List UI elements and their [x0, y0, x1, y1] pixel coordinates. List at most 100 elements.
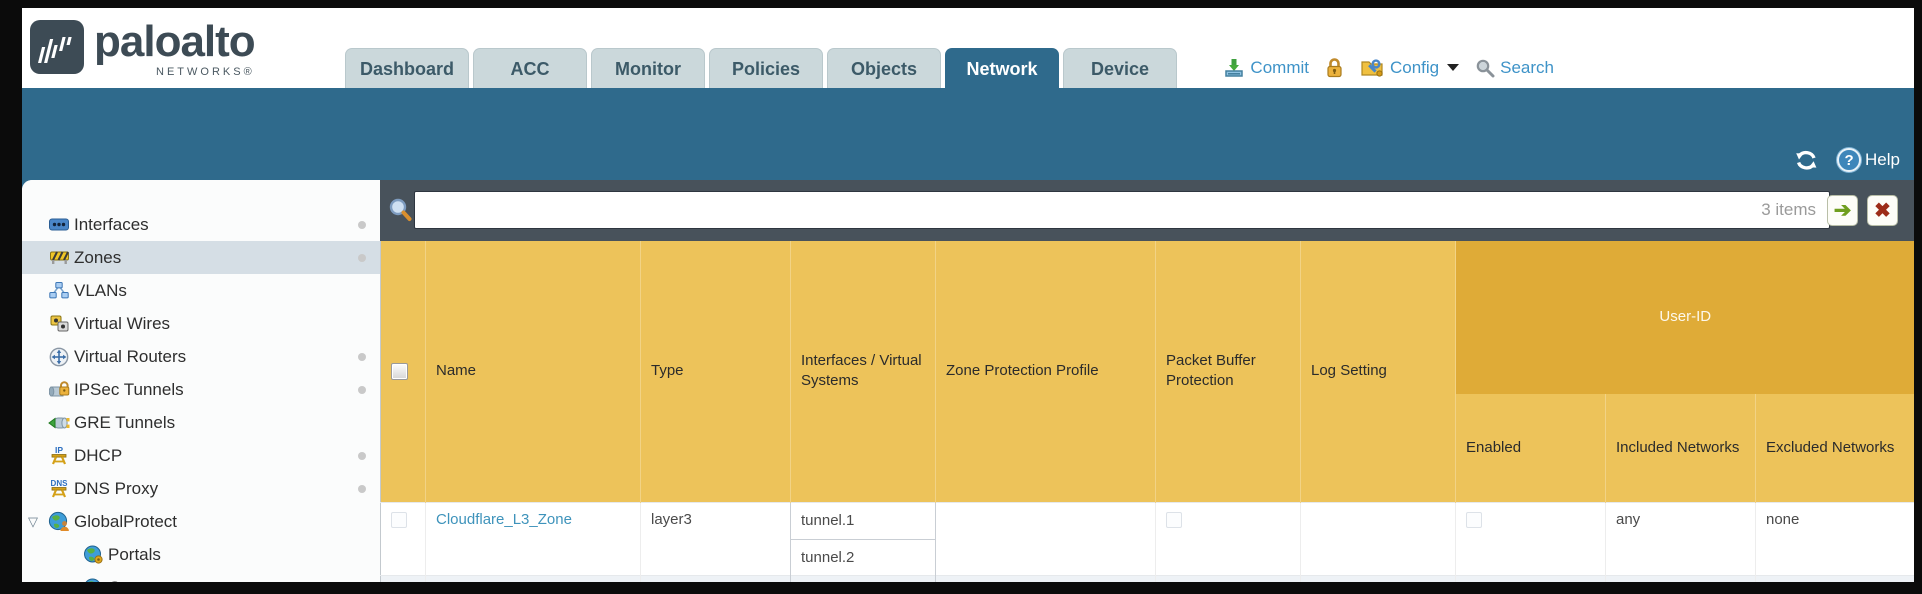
log-setting: [1300, 502, 1456, 575]
sidebar-item-label: GlobalProtect: [74, 511, 177, 531]
dhcp-icon: IP: [48, 445, 70, 467]
filter-search-icon: [387, 197, 414, 224]
paloalto-logo: paloalto NETWORKS®: [30, 17, 256, 79]
column-header-included-networks[interactable]: Included Networks: [1605, 394, 1756, 502]
row-checkbox[interactable]: [391, 511, 407, 528]
column-header-type[interactable]: Type: [640, 241, 791, 502]
sidebar-item-dhcp[interactable]: IP DHCP: [22, 439, 380, 472]
paloalto-logo-icon: [30, 20, 84, 74]
main-tabs: Dashboard ACC Monitor Policies Objects N…: [345, 48, 1178, 88]
zone-name-link[interactable]: Cloudflare_L3_Zone: [436, 510, 572, 528]
svg-text:IP: IP: [55, 445, 63, 455]
column-header-name[interactable]: Name: [425, 241, 641, 502]
sidebar-item-label: IPSec Tunnels: [74, 379, 184, 399]
sidebar-item-virtual-routers[interactable]: Virtual Routers: [22, 340, 380, 373]
column-header-excluded-networks[interactable]: Excluded Networks: [1754, 394, 1914, 502]
vlans-icon: [48, 280, 70, 302]
brand-subtitle: NETWORKS®: [156, 66, 255, 78]
refresh-icon[interactable]: [1794, 149, 1819, 172]
table-row: Trust_L3_Zone layer3 ethernet1/1 any non…: [380, 575, 1914, 583]
help-icon: ?: [1837, 148, 1862, 172]
collapse-triangle-icon[interactable]: [28, 514, 38, 530]
sidebar-item-gateways[interactable]: Gateways: [22, 571, 380, 582]
sidebar-dot: [358, 484, 366, 493]
virtual-routers-icon: [48, 346, 70, 368]
user-id-enabled-checkbox[interactable]: [1466, 511, 1482, 528]
zones-icon: [48, 247, 70, 269]
commit-button[interactable]: Commit: [1223, 58, 1309, 78]
sidebar-item-label: Interfaces: [74, 214, 149, 234]
zones-table: Name Type Interfaces / Virtual Systems Z…: [380, 241, 1914, 582]
sidebar-dot: [358, 385, 366, 394]
items-count: 3 items: [1761, 200, 1816, 219]
sidebar-item-ipsec-tunnels[interactable]: IPSec Tunnels: [22, 373, 380, 406]
tab-objects[interactable]: Objects: [827, 48, 942, 88]
sidebar-item-vlans[interactable]: VLANs: [22, 274, 380, 307]
search-button[interactable]: Search: [1475, 58, 1554, 78]
help-button[interactable]: ? Help: [1837, 148, 1900, 172]
column-header-interfaces[interactable]: Interfaces / Virtual Systems: [790, 241, 936, 502]
interface-value: tunnel.2: [791, 538, 935, 575]
clear-filter-button[interactable]: ✖: [1867, 195, 1898, 226]
packet-buffer-protection-checkbox[interactable]: [1166, 511, 1182, 528]
sidebar-item-portals[interactable]: Portals: [22, 538, 380, 571]
svg-text:DNS: DNS: [51, 479, 69, 488]
sidebar-item-virtual-wires[interactable]: Virtual Wires: [22, 307, 380, 340]
user-id-enabled-checkbox[interactable]: [1466, 581, 1482, 582]
interfaces-icon: [48, 214, 70, 236]
config-label: Config: [1389, 57, 1440, 77]
column-header-enabled[interactable]: Enabled: [1455, 394, 1606, 502]
sidebar-item-label: Gateways: [108, 578, 184, 583]
column-header-packet-buffer-protection[interactable]: Packet Buffer Protection: [1155, 241, 1301, 502]
portals-icon: [82, 544, 104, 566]
app-window: paloalto NETWORKS® Dashboard ACC Monitor…: [22, 8, 1914, 582]
logo-text: paloalto NETWORKS®: [94, 17, 256, 79]
select-all-header: [380, 241, 426, 502]
gateways-icon: [82, 577, 104, 582]
interface-value: ethernet1/1: [791, 581, 935, 583]
sidebar-item-globalprotect[interactable]: GlobalProtect: [22, 505, 380, 538]
select-all-checkbox[interactable]: [391, 362, 408, 380]
sidebar-item-label: VLANs: [74, 280, 127, 300]
zone-name-link[interactable]: Trust_L3_Zone: [436, 581, 537, 583]
tab-acc[interactable]: ACC: [473, 48, 588, 88]
content-area: 3 items ➔ ✖ Name: [380, 180, 1914, 582]
commit-icon: [1225, 58, 1244, 77]
config-menu-button[interactable]: Config: [1360, 57, 1460, 78]
column-header-log-setting[interactable]: Log Setting: [1300, 241, 1456, 502]
apply-filter-button[interactable]: ➔: [1827, 195, 1858, 226]
column-header-zone-protection-profile[interactable]: Zone Protection Profile: [935, 241, 1156, 502]
filter-field: 3 items: [414, 191, 1830, 229]
teal-band: ? Help: [22, 88, 1914, 180]
sidebar-item-label: Zones: [74, 247, 122, 267]
filter-input[interactable]: [414, 191, 1830, 229]
tab-network[interactable]: Network: [945, 48, 1060, 88]
network-sidebar: Interfaces Zones VLANs Vir: [22, 180, 380, 582]
help-label: Help: [1865, 150, 1900, 169]
sidebar-item-label: Virtual Wires: [74, 313, 171, 333]
row-checkbox[interactable]: [391, 581, 407, 582]
brand-name: paloalto: [94, 17, 256, 66]
sidebar-item-zones[interactable]: Zones: [22, 241, 380, 274]
tab-device[interactable]: Device: [1063, 48, 1178, 88]
packet-buffer-protection-checkbox[interactable]: [1166, 581, 1182, 582]
log-setting: [1300, 575, 1456, 582]
sidebar-item-dns-proxy[interactable]: DNS DNS Proxy: [22, 472, 380, 505]
included-networks: any: [1605, 575, 1756, 582]
sidebar-item-interfaces[interactable]: Interfaces: [22, 208, 380, 241]
search-icon: [1476, 59, 1495, 77]
sidebar-dot: [358, 220, 366, 229]
tab-policies[interactable]: Policies: [709, 48, 824, 88]
commit-label: Commit: [1250, 57, 1309, 77]
green-arrow-icon: ➔: [1833, 199, 1852, 222]
zone-protection-profile: [935, 502, 1156, 575]
table-row: Cloudflare_L3_Zone layer3 tunnel.1 tunne…: [380, 502, 1914, 575]
clear-x-icon: ✖: [1874, 199, 1891, 222]
lock-icon[interactable]: [1325, 57, 1344, 78]
sidebar-item-label: Portals: [108, 544, 161, 564]
tab-dashboard[interactable]: Dashboard: [345, 48, 470, 88]
sidebar-item-gre-tunnels[interactable]: GRE Tunnels: [22, 406, 380, 439]
tab-monitor[interactable]: Monitor: [591, 48, 706, 88]
sidebar-item-label: GRE Tunnels: [74, 412, 176, 432]
